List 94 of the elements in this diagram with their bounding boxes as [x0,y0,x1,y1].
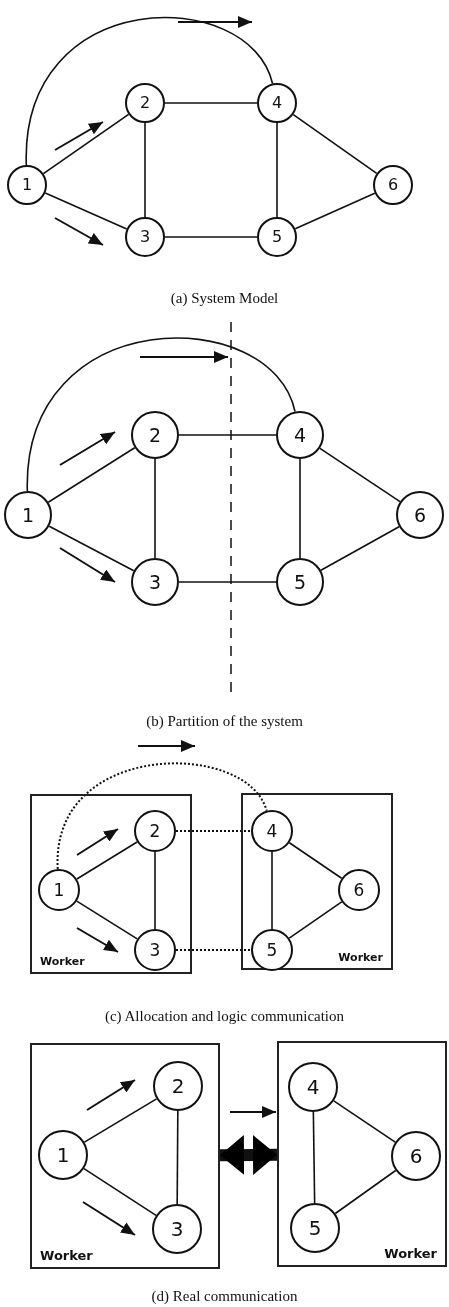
node-number: 2 [171,1076,185,1096]
connector-line [292,113,378,175]
connector-line [44,192,128,230]
connector-line [154,458,156,559]
connector-line [288,901,343,939]
node-number: 4 [266,822,278,840]
connector-line [288,842,343,879]
node-circle [251,929,293,971]
node-number: 4 [293,425,307,445]
node-circle [251,810,293,852]
connector-line [332,1100,397,1143]
node-circle [373,165,413,205]
connector-line [83,1098,158,1143]
connector-line [26,337,296,492]
node-number: 3 [170,1219,184,1239]
connector-line [164,102,258,104]
worker-label: Worker [338,951,383,964]
node-circle [134,929,176,971]
double-arrow [219,1134,278,1175]
node-number: 6 [387,177,399,193]
node-number: 1 [53,881,65,899]
node-number: 3 [149,941,161,959]
connector-line [178,434,277,436]
worker-box [30,1043,220,1269]
node-number: 1 [21,177,33,193]
worker-box [277,1041,447,1267]
node-circle [134,810,176,852]
connector-line [83,1167,157,1217]
node-number: 6 [353,881,365,899]
connector-line [25,16,274,166]
figure-caption: (d) Real communication [150,1287,299,1305]
node-circle [125,217,165,257]
connector-line [271,851,273,930]
node-number: 5 [293,572,307,592]
worker-label: Worker [40,1248,93,1263]
node-circle [131,411,179,459]
connector-line [42,113,130,175]
node-number: 1 [21,505,35,525]
connector-line [48,525,135,572]
connector-line [76,841,138,880]
worker-box [30,794,192,974]
connector-line [164,236,258,238]
node-circle [131,558,179,606]
node-circle [38,1130,88,1180]
connector-line [76,900,138,940]
node-circle [38,869,80,911]
node-number: 4 [271,95,283,111]
node-circle [288,1062,338,1112]
node-circle [290,1203,340,1253]
node-circle [152,1204,202,1254]
dotted-connector [56,762,268,871]
figure-caption: (b) Partition of the system [145,712,304,730]
connector-line [299,458,301,559]
dotted-connector [175,949,252,951]
connector-line [276,122,278,218]
connector-line [319,447,401,503]
node-circle [276,558,324,606]
connector-line [312,1111,316,1204]
connector-line [47,447,136,503]
node-number: 6 [409,1146,423,1166]
node-circle [396,491,444,539]
node-number: 3 [148,572,162,592]
connector-line [154,851,156,930]
node-number: 5 [271,229,283,245]
connector-line [178,581,277,583]
node-circle [153,1061,203,1111]
node-number: 4 [306,1077,320,1097]
figure-caption: (a) System Model [169,289,280,307]
node-number: 5 [266,941,278,959]
connector-line [176,1110,179,1205]
connector-line [334,1169,397,1215]
connector-line [144,122,146,218]
worker-label: Worker [40,955,85,968]
node-circle [257,217,297,257]
worker-box [241,793,393,970]
connector-line [294,192,376,230]
node-number: 6 [413,505,427,525]
node-circle [257,83,297,123]
node-number: 3 [139,229,151,245]
node-number: 2 [148,425,162,445]
node-number: 2 [149,822,161,840]
node-circle [391,1131,441,1181]
node-number: 5 [308,1218,322,1238]
dotted-connector [175,830,252,832]
node-circle [276,411,324,459]
figure-caption: (c) Allocation and logic communication [103,1007,346,1025]
node-circle [4,491,52,539]
worker-label: Worker [384,1246,437,1261]
connector-line [320,525,400,572]
node-circle [125,83,165,123]
node-circle [338,869,380,911]
node-circle [7,165,47,205]
node-number: 1 [56,1145,70,1165]
node-number: 2 [139,95,151,111]
